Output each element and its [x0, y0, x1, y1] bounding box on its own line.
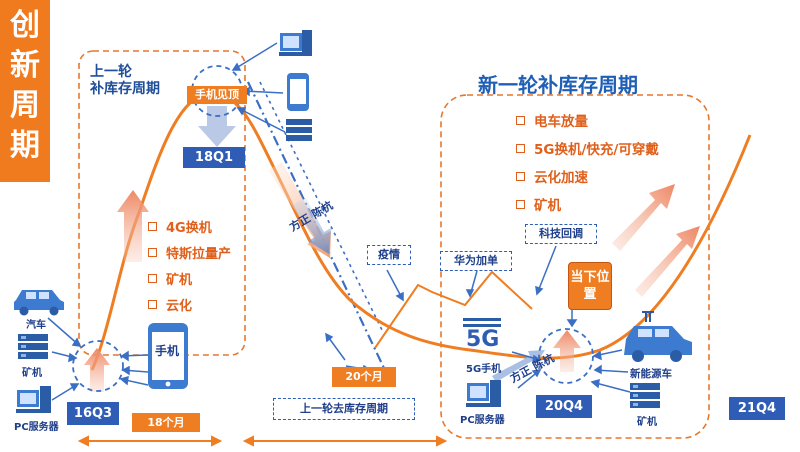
- new-pc-icon: [466, 380, 501, 407]
- driver-label: 矿机: [534, 198, 561, 214]
- miner-icon: [18, 334, 48, 359]
- side-title: 创 新 周 期: [0, 0, 50, 182]
- up-arrow-current: [553, 330, 581, 372]
- peak-phone-icon: [287, 73, 309, 111]
- old-cycle-frame: [78, 50, 246, 356]
- driver-label: 云化: [166, 298, 193, 314]
- checkbox-icon: [516, 199, 525, 209]
- list-item: 特斯拉量产: [148, 239, 231, 265]
- phone-icon: [148, 323, 188, 389]
- old-drivers-list: 4G换机 特斯拉量产 矿机 云化: [148, 213, 231, 317]
- checkbox-icon: [148, 221, 157, 231]
- checkbox-icon: [148, 273, 157, 283]
- phone-label: 手机: [155, 344, 180, 358]
- list-item: 4G换机: [148, 213, 231, 239]
- down-duration-label: 20个月: [332, 367, 396, 387]
- list-item: 矿机: [516, 190, 659, 218]
- event-zigzag: [374, 270, 533, 349]
- end-quarter-label: 21Q4: [729, 397, 785, 420]
- checkbox-icon: [148, 247, 157, 257]
- down-arrow-blue: [292, 198, 331, 254]
- side-title-char: 新: [10, 48, 40, 83]
- peak-tag: 手机见顶: [187, 86, 247, 104]
- side-title-char: 周: [10, 88, 40, 123]
- cycle-curve: [90, 91, 752, 371]
- peak-miner-icon: [286, 119, 312, 141]
- new-miner-icon: [630, 383, 660, 408]
- duration-arrows: [77, 435, 448, 447]
- up-duration-label: 18个月: [132, 413, 200, 432]
- pc2-label: PC服务器: [460, 415, 505, 426]
- list-item: 电车放量: [516, 106, 659, 134]
- checkbox-icon: [516, 171, 525, 181]
- side-title-char: 期: [10, 128, 40, 163]
- list-item: 矿机: [148, 265, 231, 291]
- old-cycle-title-line2: 补库存周期: [90, 81, 160, 97]
- driver-label: 电车放量: [534, 114, 588, 130]
- new-cycle-title: 新一轮补库存周期: [478, 73, 638, 97]
- list-item: 云化加速: [516, 162, 659, 190]
- up-arrow-new-1: [612, 184, 675, 251]
- huawei-label: 华为加单: [440, 251, 512, 271]
- up-arrow-old: [117, 190, 149, 262]
- up-arrow-new-2: [635, 226, 700, 297]
- side-title-char: 创: [10, 8, 40, 43]
- 5g-text: 5G: [466, 327, 500, 352]
- old-cycle-title: 上一轮 补库存周期: [90, 64, 160, 98]
- 5g-phone-label: 5G手机: [466, 364, 502, 375]
- driver-label: 云化加速: [534, 170, 588, 186]
- old-cycle-title-line1: 上一轮: [90, 64, 132, 80]
- list-item: 5G换机/快充/可穿戴: [516, 134, 659, 162]
- driver-label: 矿机: [166, 272, 193, 288]
- destock-cycle-label: 上一轮去库存周期: [273, 398, 415, 420]
- peak-down-arrow: [198, 106, 236, 147]
- 5g-bars-icon: [463, 318, 501, 327]
- driver-label: 4G换机: [166, 220, 212, 236]
- driver-label: 5G换机/快充/可穿戴: [534, 142, 659, 158]
- peak-pc-icon: [279, 30, 312, 56]
- car-icon: [14, 290, 64, 316]
- checkbox-icon: [148, 299, 157, 309]
- tech-label: 科技回调: [525, 224, 597, 244]
- epidemic-label: 疫情: [367, 245, 411, 265]
- ev-label: 新能源车: [630, 368, 672, 380]
- checkbox-icon: [516, 143, 525, 153]
- start-quarter-label: 16Q3: [67, 402, 119, 425]
- current-position-tag: 当下位置: [568, 262, 612, 310]
- start-circle: [72, 340, 124, 392]
- up-arrow-start: [84, 348, 110, 392]
- driver-label: 特斯拉量产: [166, 246, 232, 262]
- pc-label: PC服务器: [14, 422, 59, 433]
- miner2-label: 矿机: [637, 417, 657, 428]
- device-arrows-old: [47, 42, 286, 401]
- current-quarter-label: 20Q4: [536, 395, 592, 418]
- new-drivers-list: 电车放量 5G换机/快充/可穿戴 云化加速 矿机: [516, 106, 659, 218]
- list-item: 云化: [148, 291, 231, 317]
- pc-server-icon: [16, 386, 51, 413]
- miner-label: 矿机: [22, 368, 42, 379]
- checkbox-icon: [516, 115, 525, 125]
- car-label: 汽车: [26, 320, 46, 331]
- peak-quarter-label: 18Q1: [183, 147, 245, 168]
- ev-icon: [624, 311, 692, 362]
